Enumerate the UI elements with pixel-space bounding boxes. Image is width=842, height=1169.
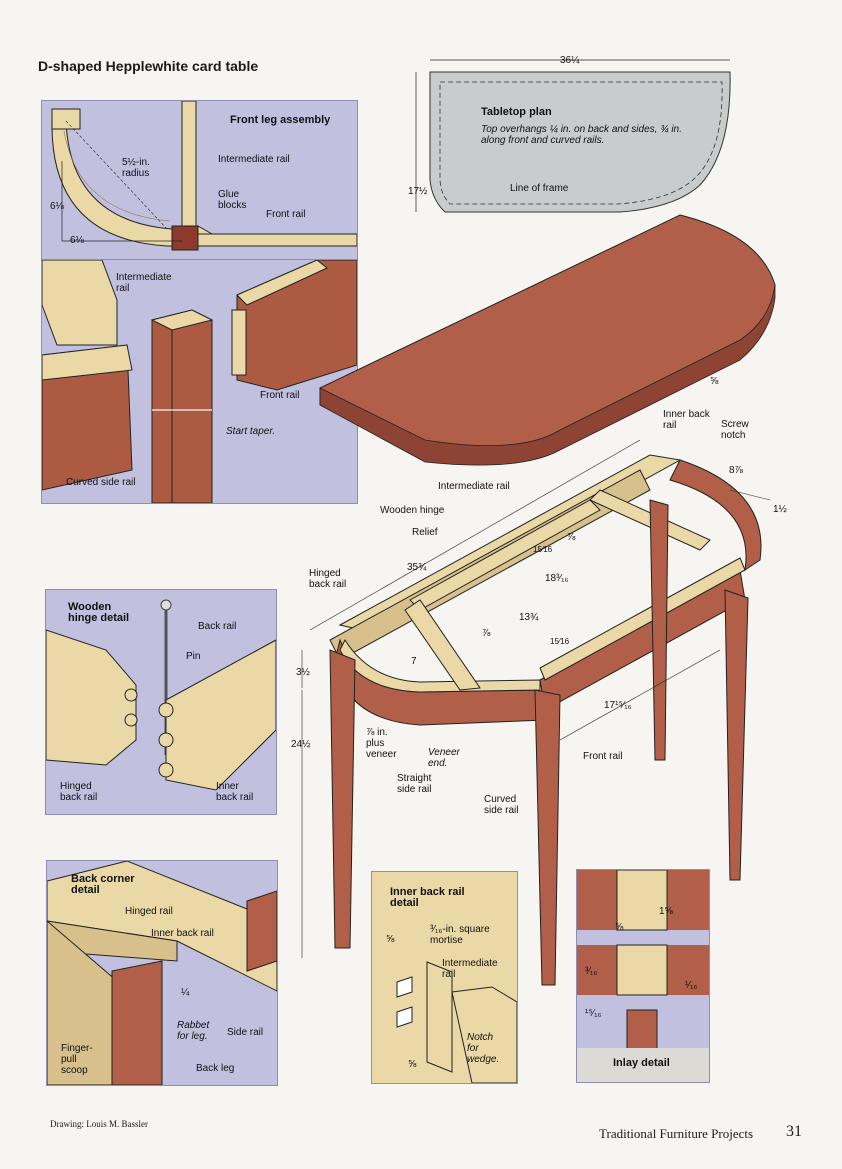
inlay-title: Inlay detail bbox=[613, 1057, 670, 1069]
hinge-back-rail-label: Back rail bbox=[198, 621, 237, 632]
intermediate-rail-label: Intermediate rail bbox=[218, 154, 290, 165]
dim-3: 3½ bbox=[296, 667, 310, 678]
inner-back-intermediate-label: Intermediate rail bbox=[442, 958, 498, 980]
page-number: 31 bbox=[786, 1123, 802, 1140]
back-corner-drawing bbox=[47, 861, 277, 1085]
dim-horizontal: 6⅛ bbox=[70, 235, 84, 246]
back-corner-title: Back corner detail bbox=[71, 873, 135, 896]
inlay-drawing bbox=[577, 870, 709, 1082]
inner-back-rail-label: Inner back rail bbox=[663, 409, 710, 431]
hinged-rail-label: Hinged rail bbox=[125, 906, 173, 917]
dim-24: 24½ bbox=[291, 739, 311, 750]
curved-side-rail-main-label: Curved side rail bbox=[484, 794, 519, 816]
wooden-hinge-panel: Wooden hinge detail Back rail Pin Hinged… bbox=[45, 589, 277, 815]
wooden-hinge-drawing bbox=[46, 599, 276, 791]
inner-back-d2: ⅝ bbox=[408, 1059, 417, 1070]
inner-back-title: Inner back rail detail bbox=[390, 886, 465, 909]
book-title: Traditional Furniture Projects bbox=[599, 1126, 754, 1141]
inner-back-d1: ⅝ bbox=[386, 934, 395, 945]
curved-side-rail-label: Curved side rail bbox=[66, 477, 136, 488]
dim-7: 7 bbox=[411, 656, 417, 667]
pin-label: Pin bbox=[186, 651, 201, 662]
front-rail-main-label: Front rail bbox=[583, 751, 623, 762]
front-rail-2-label: Front rail bbox=[260, 390, 300, 401]
dim-1: 1½ bbox=[773, 504, 787, 515]
inlay-d3: ³⁄₁₆ bbox=[585, 966, 598, 977]
front-leg-exploded-drawing bbox=[42, 260, 357, 503]
side-rail-label: Side rail bbox=[227, 1027, 264, 1038]
inner-back-rail-panel: Inner back rail detail ⅝ ³⁄₁₆-in. square… bbox=[371, 871, 518, 1084]
corner-dim: ¼ bbox=[181, 987, 190, 998]
drawing-credit: Drawing: Louis M. Bassler bbox=[50, 1119, 148, 1129]
finger-pull-label: Finger-pull scoop bbox=[61, 1043, 93, 1076]
page-title: D-shaped Hepplewhite card table bbox=[38, 58, 259, 74]
start-taper-label: Start taper. bbox=[226, 426, 276, 437]
screw-notch-label: Screw notch bbox=[721, 419, 749, 441]
front-rail-label: Front rail bbox=[266, 209, 306, 220]
inlay-d2: ⅝ bbox=[615, 922, 624, 933]
dim-78b: ⅞ bbox=[482, 628, 491, 639]
veneer-note-label: ⅞ in. plus veneer bbox=[366, 727, 397, 760]
inlay-panel: Inlay detail 1⅝ ⅝ ³⁄₁₆ ¹⁄₁₆ ¹⁵⁄₁₆ bbox=[576, 869, 710, 1083]
hinged-back-rail-label: Hinged back rail bbox=[309, 568, 347, 590]
front-leg-exploded-panel: Intermediate rail Front rail Start taper… bbox=[41, 259, 358, 504]
dim-15a: 15⁄16 bbox=[533, 545, 553, 554]
tabletop-title: Tabletop plan bbox=[481, 106, 552, 118]
dim-8: 8⅞ bbox=[729, 465, 743, 476]
front-leg-assembly-panel: Front leg assembly 5½-in. radius Interme… bbox=[41, 100, 358, 260]
dim-vertical: 6⅛ bbox=[50, 201, 64, 212]
front-leg-plan-drawing bbox=[51, 101, 357, 251]
dim-13: 13¾ bbox=[519, 612, 539, 623]
veneer-end-label: Veneer end. bbox=[428, 747, 460, 769]
back-leg-label: Back leg bbox=[196, 1063, 235, 1074]
intermediate-rail-2-label: Intermediate rail bbox=[116, 272, 172, 294]
rabbet-label: Rabbet for leg. bbox=[177, 1020, 210, 1042]
inner-back-rail-corner-label: Inner back rail bbox=[151, 928, 214, 939]
inlay-d1: 1⅝ bbox=[659, 906, 673, 917]
inner-back-rail-drawing bbox=[372, 872, 517, 1083]
inner-back-rail-detail-label: Inner back rail bbox=[216, 781, 254, 803]
dim-15b: 15⁄16 bbox=[550, 637, 570, 646]
mortise-label: ³⁄₁₆-in. square mortise bbox=[430, 924, 490, 946]
straight-side-rail-label: Straight side rail bbox=[397, 773, 432, 795]
inlay-d4: ¹⁄₁₆ bbox=[685, 980, 698, 991]
inlay-d5: ¹⁵⁄₁₆ bbox=[585, 1008, 602, 1019]
tabletop-note: Top overhangs ¼ in. on back and sides, ¾… bbox=[481, 124, 682, 146]
hinge-title: Wooden hinge detail bbox=[68, 601, 130, 624]
front-leg-title: Front leg assembly bbox=[230, 114, 331, 126]
dim-18: 18³⁄₁₆ bbox=[545, 573, 569, 584]
dim-35: 35¾ bbox=[407, 562, 427, 573]
radius-label: 5½-in. radius bbox=[122, 157, 150, 179]
line-of-frame-label: Line of frame bbox=[510, 183, 569, 194]
tabletop-depth: 17½ bbox=[408, 186, 428, 197]
notch-label: Notch for wedge. bbox=[467, 1032, 500, 1065]
glue-blocks-label: Glue blocks bbox=[218, 189, 247, 211]
tabletop-thickness: ⅝ bbox=[710, 376, 719, 387]
wooden-hinge-label: Wooden hinge bbox=[380, 505, 445, 516]
tabletop-width: 36¼ bbox=[560, 55, 580, 66]
dim-78a: ⅞ bbox=[567, 532, 576, 543]
relief-label: Relief bbox=[412, 527, 438, 538]
hinged-back-rail-detail-label: Hinged back rail bbox=[60, 781, 98, 803]
intermediate-rail-main-label: Intermediate rail bbox=[438, 481, 510, 492]
dim-17: 17¹⁵⁄₁₆ bbox=[604, 700, 632, 711]
back-corner-panel: Back corner detail Hinged rail Inner bac… bbox=[46, 860, 278, 1086]
